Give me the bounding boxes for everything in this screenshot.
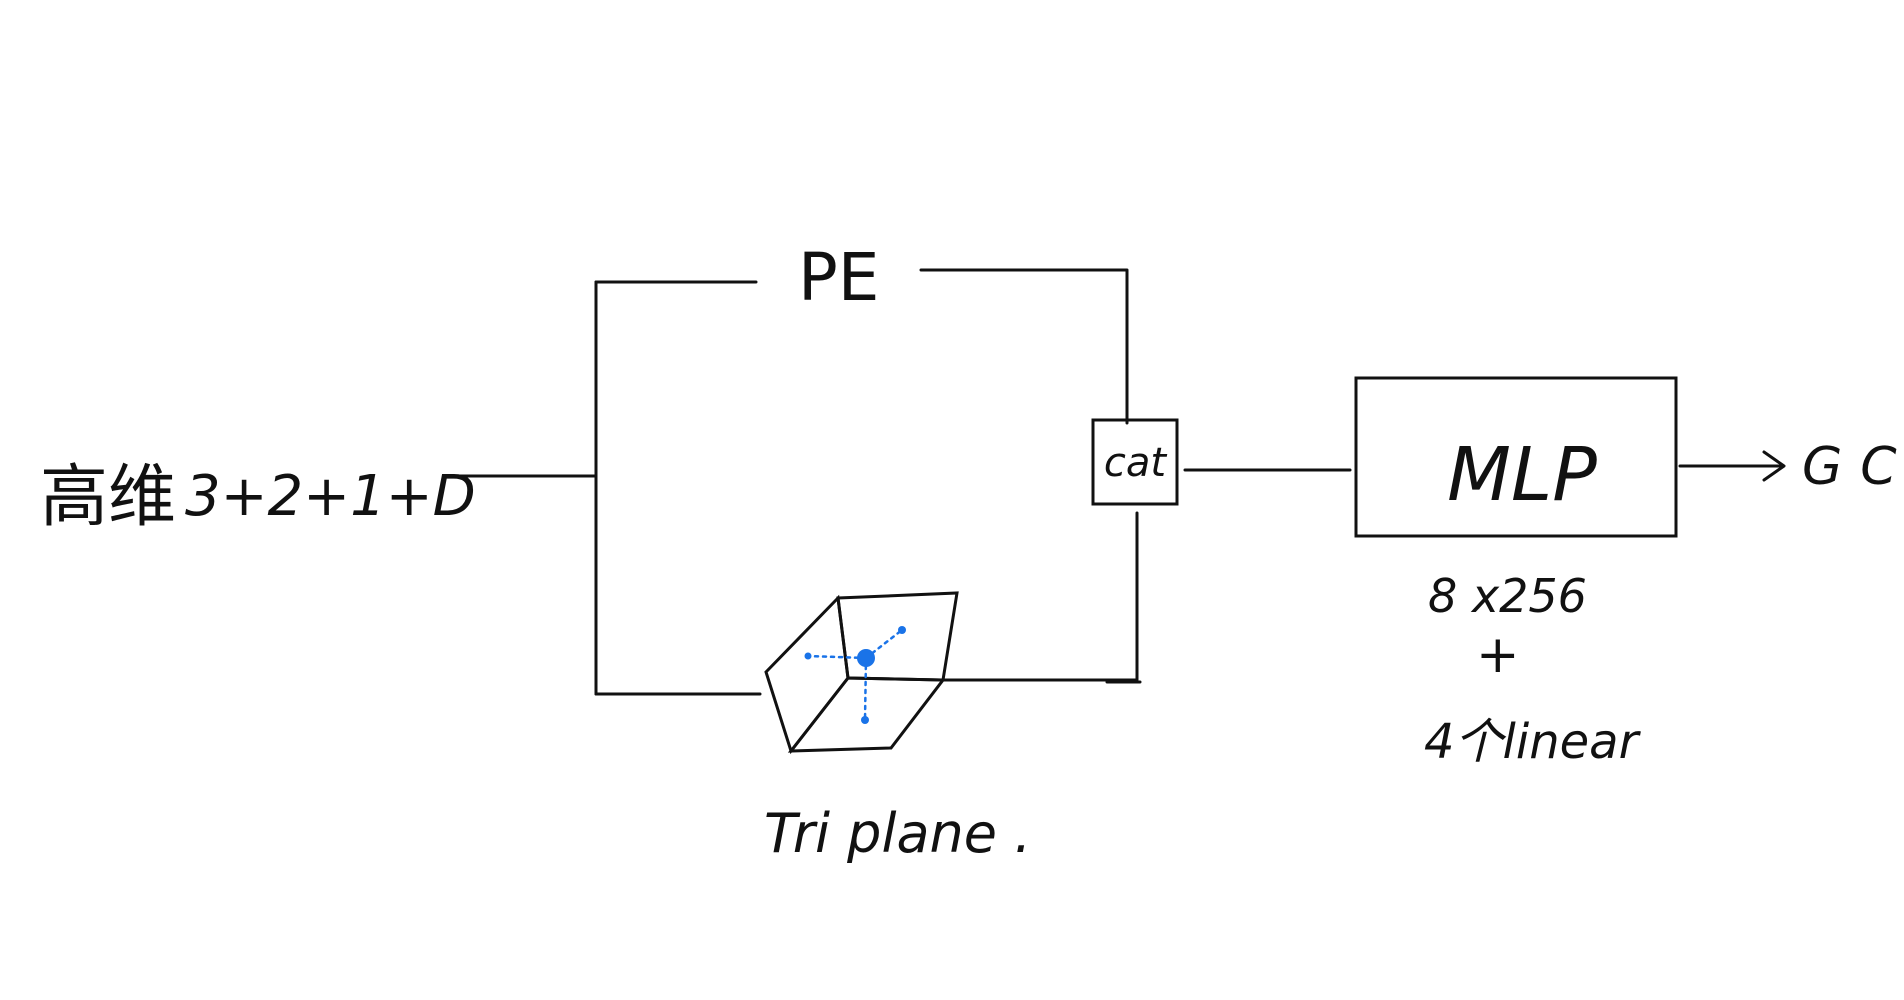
- pe-output-connector: [919, 268, 1129, 425]
- triplane-output-connector: [941, 511, 1139, 682]
- mlp-note-line1: 8 x256: [1428, 569, 1587, 623]
- input-label-expr: 3+2+1+D: [185, 464, 476, 529]
- cat-label: cat: [1104, 440, 1168, 486]
- mlp-label: MLP: [1447, 432, 1597, 518]
- mlp-box: [1354, 376, 1678, 538]
- triplane-icon: [764, 591, 959, 755]
- mlp-note-line2: +: [1476, 625, 1520, 685]
- cat-box: [1091, 418, 1179, 506]
- mlp-note-line3: 4个linear: [1424, 714, 1642, 770]
- pe-label: PE: [798, 239, 880, 316]
- input-label-cn: 高维: [40, 458, 176, 537]
- output-arrow-head: [1762, 450, 1786, 482]
- output-label: GC: [1802, 437, 1904, 497]
- triplane-label: Tri plane .: [764, 802, 1031, 865]
